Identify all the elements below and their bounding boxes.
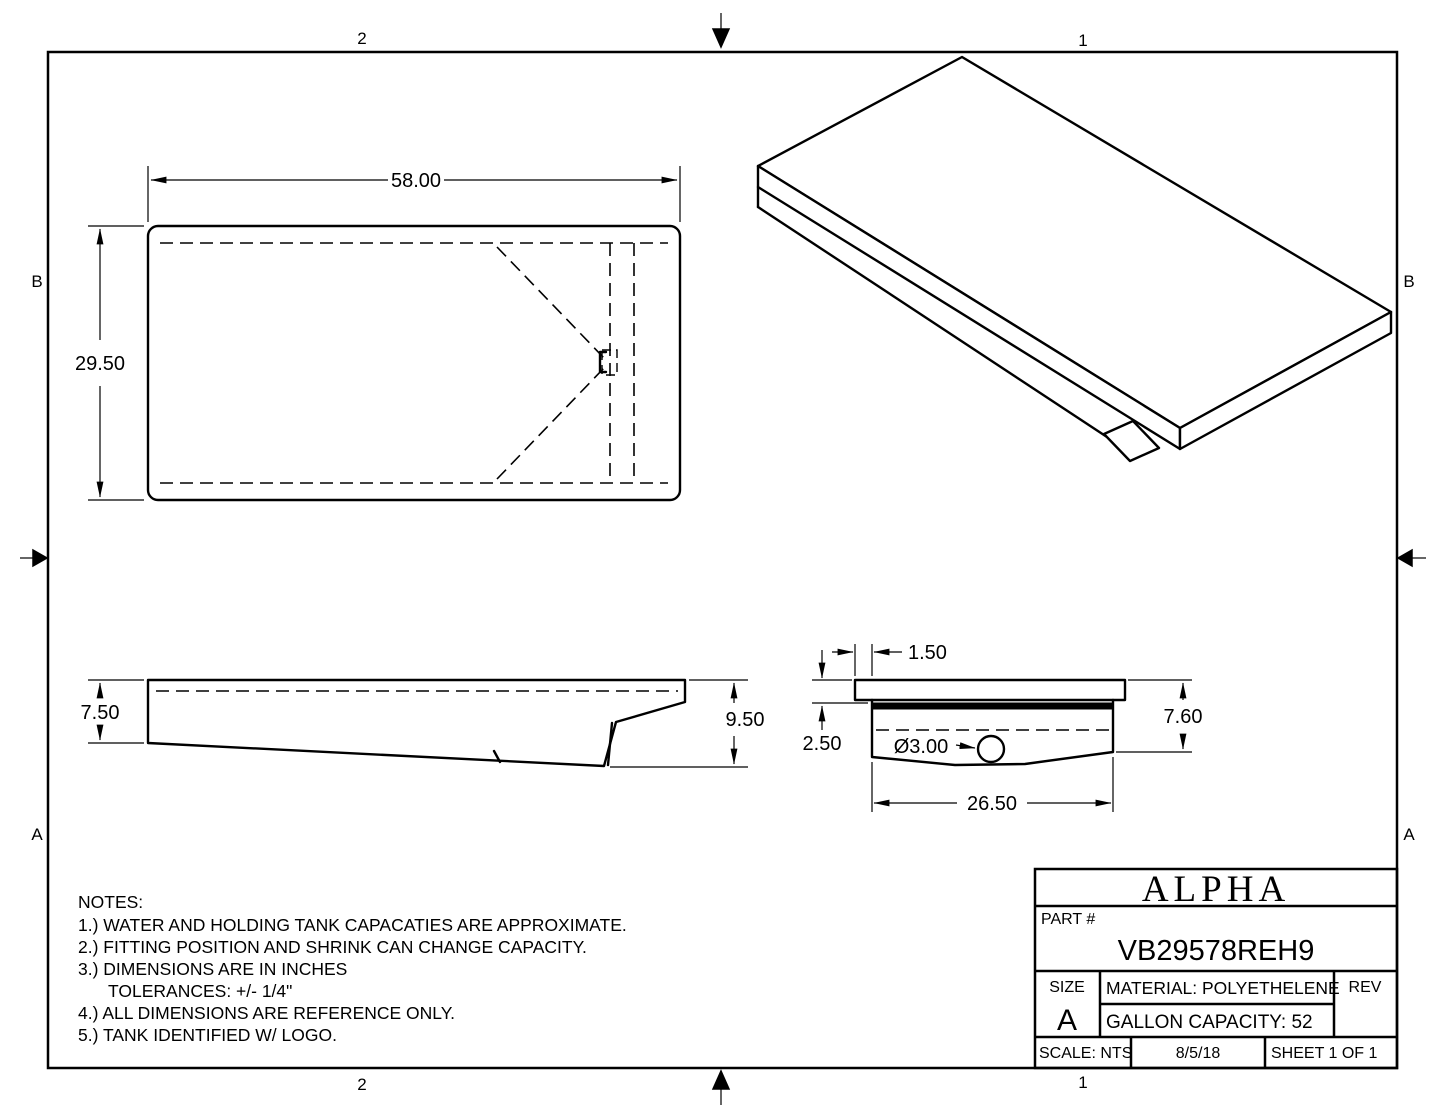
material-value: MATERIAL: POLYETHELENE — [1106, 978, 1340, 998]
dim-top-width: 58.00 — [147, 166, 681, 222]
zone-label-top-1: 1 — [1078, 31, 1087, 50]
note-line-3b: TOLERANCES: +/- 1/4" — [108, 981, 292, 1001]
side-view-notch-line — [606, 721, 614, 767]
size-value: A — [1057, 1004, 1077, 1037]
top-view-outline — [146, 224, 682, 502]
title-block: ALPHA PART # VB29578REH9 SIZE A MATERIAL… — [1033, 867, 1399, 1070]
dim-text-end-left-depth: 2.50 — [803, 733, 842, 755]
center-mark-right — [1396, 548, 1426, 568]
side-view-tick — [492, 749, 502, 764]
note-line-5: 5.) TANK IDENTIFIED W/ LOGO. — [78, 1025, 337, 1045]
note-line-2: 2.) FITTING POSITION AND SHRINK CAN CHAN… — [78, 937, 587, 957]
dim-end-right-height: 7.60 — [1116, 679, 1203, 753]
center-mark-left — [20, 548, 49, 568]
end-view-body — [870, 698, 1115, 767]
capacity-value: GALLON CAPACITY: 52 — [1106, 1012, 1313, 1033]
company-name: ALPHA — [1142, 869, 1290, 910]
top-view-apex-mark — [598, 350, 608, 374]
dim-text-side-right-height: 9.50 — [726, 709, 765, 731]
iso-notch-tab — [1102, 419, 1161, 463]
end-view: Ø3.00 1.50 2.50 7.60 — [803, 642, 1203, 815]
title-block-outline — [1033, 867, 1399, 1070]
note-line-1: 1.) WATER AND HOLDING TANK CAPACATIES AR… — [78, 915, 627, 935]
dim-text-end-lip: 1.50 — [908, 642, 947, 664]
side-view-outline — [146, 678, 687, 768]
dim-text-fitting: Ø3.00 — [894, 736, 948, 758]
size-label: SIZE — [1049, 979, 1085, 996]
part-number: VB29578REH9 — [1118, 935, 1315, 967]
scale-value: SCALE: NTS — [1039, 1045, 1132, 1062]
dim-top-height: 29.50 — [75, 225, 144, 501]
zone-label-bottom-2: 2 — [357, 1075, 366, 1094]
note-line-3: 3.) DIMENSIONS ARE IN INCHES — [78, 959, 347, 979]
iso-lip-line — [756, 205, 1109, 439]
top-view-chevron-upper — [496, 246, 606, 360]
notes-title: NOTES: — [78, 892, 143, 912]
center-mark-bottom — [711, 1069, 731, 1105]
top-view-chevron-lower — [496, 366, 606, 480]
dim-text-top-width: 58.00 — [391, 170, 441, 192]
top-view-fitting-hidden — [601, 349, 618, 376]
top-view: 58.00 29.50 — [75, 166, 682, 502]
dim-end-width: 26.50 — [871, 757, 1114, 815]
iso-right-face — [1178, 310, 1393, 451]
end-view-flange — [853, 678, 1127, 702]
isometric-view — [756, 55, 1393, 463]
fitting-circle — [976, 734, 1006, 764]
sheet-value: SHEET 1 OF 1 — [1271, 1045, 1378, 1062]
zone-label-bottom-1: 1 — [1078, 1073, 1087, 1092]
sheet-frame: 2 1 2 1 B A B A — [20, 13, 1426, 1105]
dim-text-side-left-height: 7.50 — [81, 702, 120, 724]
dim-end-left-depth: 2.50 — [803, 650, 868, 755]
center-mark-top — [711, 13, 731, 49]
sheet-border — [46, 50, 1399, 1070]
dim-side-right-height: 9.50 — [610, 679, 765, 768]
dim-end-lip: 1.50 — [832, 642, 947, 676]
side-view: 7.50 9.50 — [81, 678, 765, 768]
notes: NOTES: 1.) WATER AND HOLDING TANK CAPACA… — [78, 892, 627, 1045]
zone-label-right-b: B — [1403, 272, 1414, 291]
zone-label-left-b: B — [31, 272, 42, 291]
dim-text-end-right-height: 7.60 — [1164, 706, 1203, 728]
note-line-4: 4.) ALL DIMENSIONS ARE REFERENCE ONLY. — [78, 1003, 455, 1023]
dim-side-left-height: 7.50 — [81, 679, 144, 744]
dim-text-end-width: 26.50 — [967, 793, 1017, 815]
dim-text-top-height: 29.50 — [75, 353, 125, 375]
fitting-leader: Ø3.00 — [894, 736, 976, 758]
zone-label-left-a: A — [31, 825, 43, 844]
part-number-label: PART # — [1041, 911, 1095, 928]
date-value: 8/5/18 — [1176, 1045, 1221, 1062]
zone-label-right-a: A — [1403, 825, 1415, 844]
rev-label: REV — [1349, 979, 1382, 996]
zone-label-top-2: 2 — [357, 29, 366, 48]
